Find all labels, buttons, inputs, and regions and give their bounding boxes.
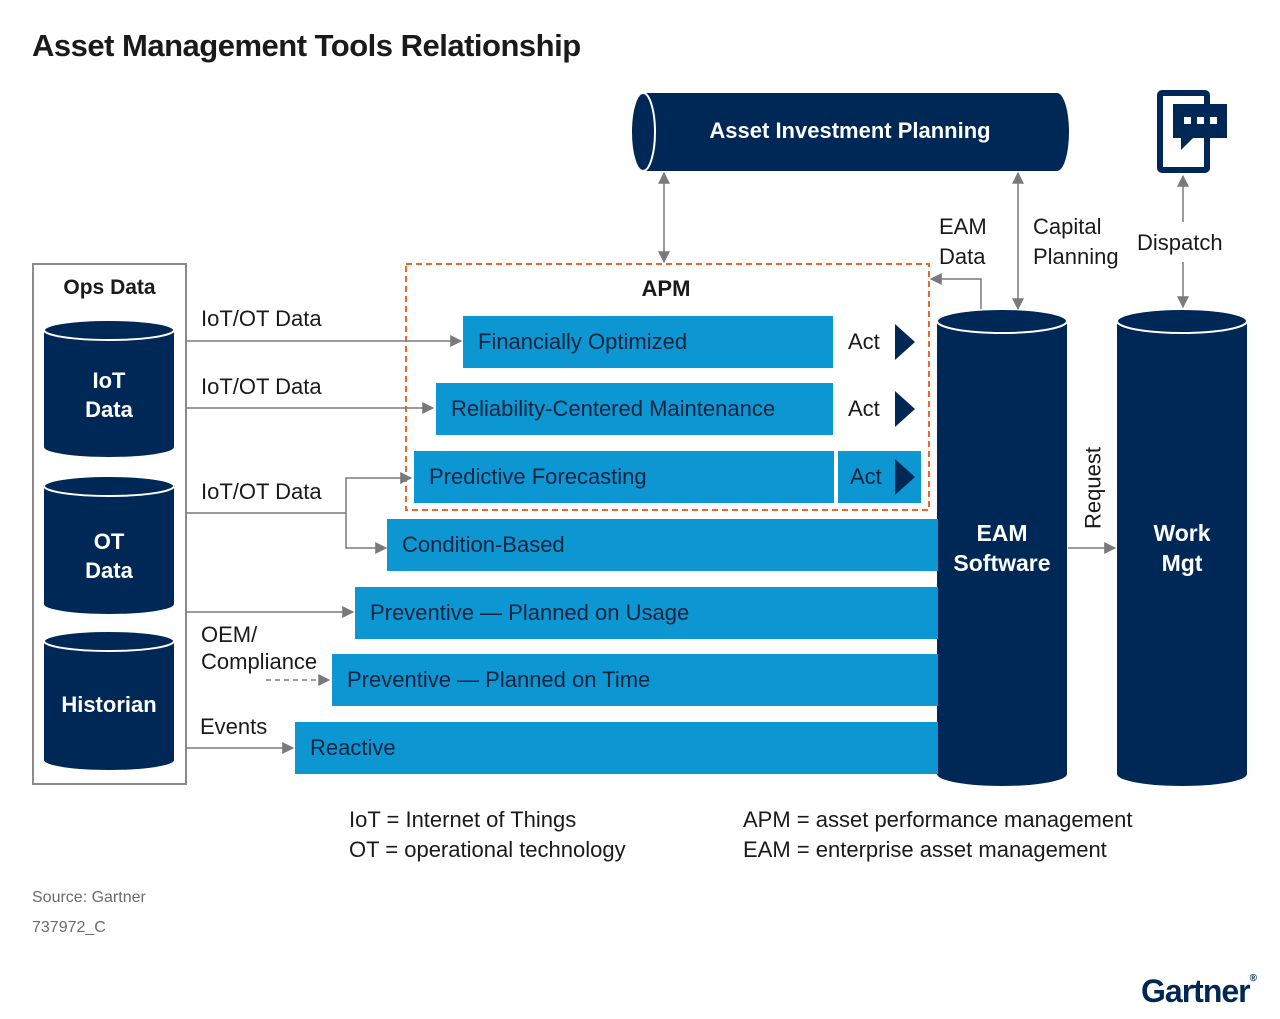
legend-eam: EAM = enterprise asset management: [743, 837, 1107, 862]
eam-software-cylinder: [936, 308, 1068, 786]
ot-data-line2: Data: [85, 558, 133, 583]
ops-data-box: [32, 263, 187, 785]
ot-data-line1: OT: [93, 529, 125, 554]
ot-data-label: OT Data: [44, 527, 174, 585]
act-financial: Act: [848, 329, 880, 354]
act-predictive-caret: [895, 459, 915, 495]
iot-data-line1: IoT: [92, 368, 126, 393]
eam-data-line1: EAM: [939, 214, 987, 239]
ot-to-predictive-arrow: [186, 472, 413, 514]
legend-right: APM = asset performance management EAM =…: [743, 805, 1132, 865]
capital-line2: Planning: [1033, 244, 1119, 269]
work-mgt-label: Work Mgt: [1117, 518, 1247, 578]
figure-code: 737972_C: [32, 919, 106, 936]
ot-to-condition-arrow: [345, 513, 388, 554]
gartner-logo-text: Gartner: [1141, 973, 1251, 1009]
iot-ot-label-2: IoT/OT Data: [201, 374, 322, 399]
act-reliability: Act: [848, 396, 880, 421]
historian-label: Historian: [61, 692, 157, 717]
eam-software-label: EAM Software: [937, 518, 1067, 578]
bar-condition-based: Condition-Based: [387, 519, 938, 571]
request-label: Request: [1080, 447, 1106, 529]
apm-label: APM: [641, 276, 691, 301]
iot-data-label: IoT Data: [44, 366, 174, 424]
events-label: Events: [200, 714, 268, 739]
bar-reliability-centered: Reliability-Centered Maintenance: [436, 383, 833, 435]
eam-data-line2: Data: [939, 244, 986, 269]
iot-data-cylinder: [43, 319, 175, 457]
eam-line2: Software: [953, 550, 1051, 576]
asset-investment-planning-cylinder: [630, 92, 1069, 172]
act-financial-caret: [895, 324, 915, 360]
apm-dashed-box: [405, 263, 930, 511]
iot-ot-label-3: IoT/OT Data: [201, 479, 322, 504]
oem-label-line2: Compliance: [201, 649, 318, 674]
source-text: Source: Gartner: [32, 889, 146, 906]
ops-data-label: Ops Data: [63, 276, 156, 299]
dispatch-label: Dispatch: [1137, 230, 1223, 255]
mobile-chat-icon: [1157, 90, 1227, 173]
work-line1: Work: [1153, 520, 1211, 546]
page-title: Asset Management Tools Relationship: [32, 28, 581, 63]
work-mgt-cylinder: [1116, 308, 1248, 786]
eam-line1: EAM: [976, 520, 1028, 546]
gartner-logo: Gartner®: [1141, 973, 1257, 1009]
bar-preventive-usage: Preventive — Planned on Usage: [355, 587, 938, 639]
bar-reactive: Reactive: [295, 722, 938, 774]
legend-iot: IoT = Internet of Things: [349, 807, 577, 832]
legend-apm: APM = asset performance management: [743, 807, 1133, 832]
legend-left: IoT = Internet of Things OT = operationa…: [349, 805, 626, 865]
aip-label: Asset Investment Planning: [709, 118, 991, 143]
bar-financially-optimized: Financially Optimized: [463, 316, 833, 368]
oem-label-line1: OEM/: [201, 622, 258, 647]
act-reliability-caret: [895, 391, 915, 427]
capital-line1: Capital: [1033, 214, 1102, 239]
legend-ot: OT = operational technology: [349, 837, 626, 862]
bar-predictive-forecasting: Predictive Forecasting: [414, 451, 834, 503]
bar-preventive-time: Preventive — Planned on Time: [332, 654, 938, 706]
iot-data-line2: Data: [85, 397, 133, 422]
iot-ot-label-1: IoT/OT Data: [201, 306, 322, 331]
ot-data-cylinder: [43, 475, 175, 614]
work-line2: Mgt: [1161, 550, 1203, 576]
eam-data-arrow: [929, 273, 982, 309]
historian-cylinder: [43, 630, 175, 770]
